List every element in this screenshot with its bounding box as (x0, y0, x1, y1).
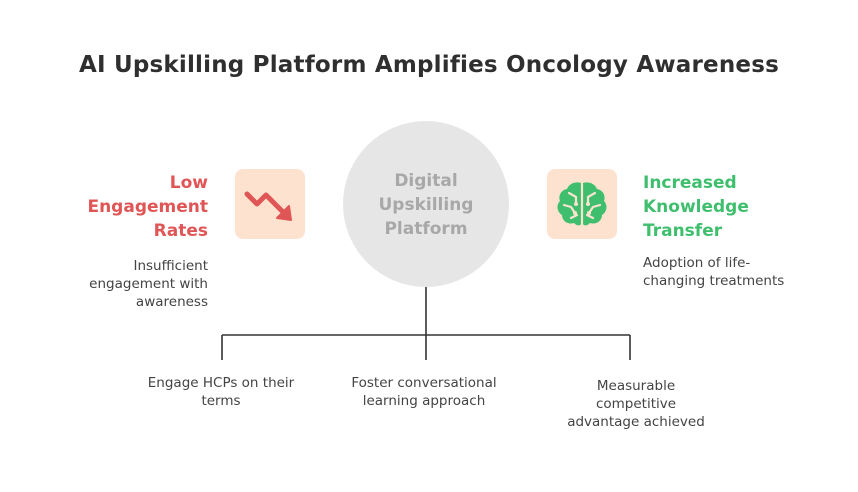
right-description: Adoption of life- changing treatments (643, 255, 785, 289)
right-heading: Increased Knowledge Transfer (643, 173, 749, 241)
branch-label-conversational-learning: Foster conversational learning approach (351, 375, 497, 409)
brain-icon (557, 182, 607, 226)
branch-label-competitive-advantage: Measurable competitive advantage achieve… (567, 378, 705, 430)
right-icon-box (547, 169, 617, 239)
left-heading: Low Engagement Rates (87, 173, 208, 241)
branch-label-engage-hcps: Engage HCPs on their terms (147, 375, 295, 409)
diagram-title: AI Upskilling Platform Amplifies Oncolog… (78, 52, 779, 78)
trending-down-icon (244, 191, 292, 221)
left-icon-box (235, 169, 305, 239)
hub-label: Digital Upskilling Platform (378, 171, 474, 239)
hub-circle (343, 121, 509, 287)
left-description: Insufficient engagement with awareness (89, 258, 208, 310)
